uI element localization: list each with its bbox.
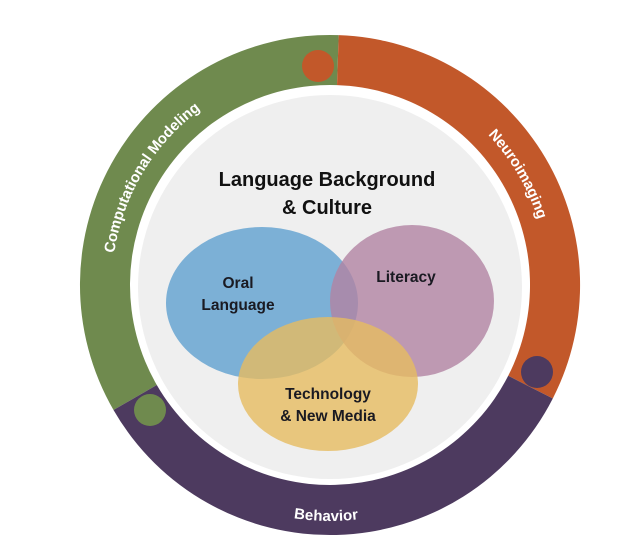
venn-label-oral-line2: Language bbox=[201, 297, 275, 314]
ring-segment-computational-modeling bbox=[79, 34, 339, 410]
ring-segment-behavior bbox=[113, 375, 553, 536]
puzzle-knob-computational-modeling bbox=[134, 394, 166, 426]
center-title-line1: Language Background bbox=[219, 169, 436, 191]
venn-label-literacy: Literacy bbox=[376, 269, 436, 286]
center-title-line2: & Culture bbox=[282, 197, 372, 219]
venn-label-tech-line2: & New Media bbox=[280, 408, 376, 425]
venn-technology-new-media bbox=[238, 317, 418, 451]
venn-label-tech-line1: Technology bbox=[285, 386, 371, 403]
puzzle-knob-neuroimaging bbox=[302, 50, 334, 82]
ring-label-behavior: Behavior bbox=[293, 505, 359, 525]
venn-label-oral-line1: Oral bbox=[222, 275, 253, 292]
ring-segment-neuroimaging bbox=[337, 35, 581, 399]
puzzle-knob-behavior bbox=[521, 356, 553, 388]
